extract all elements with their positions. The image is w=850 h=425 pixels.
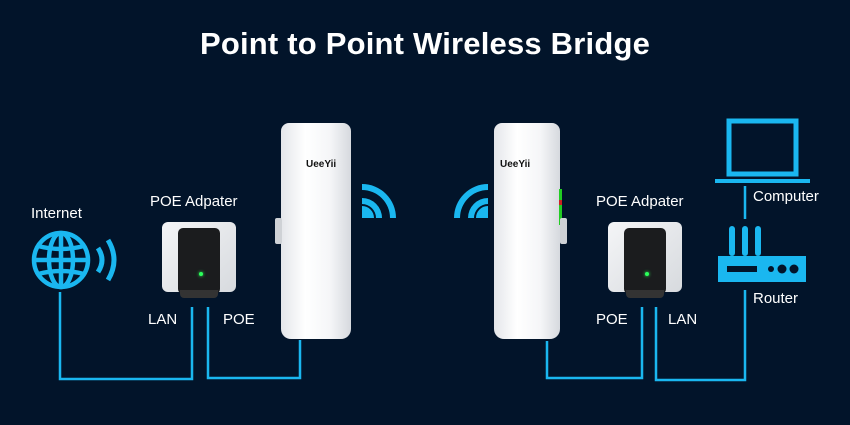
left-poe-adapter-label: POE Adpater <box>150 193 238 210</box>
right-cpe-bracket <box>560 218 567 244</box>
left-lan-label: LAN <box>148 311 178 328</box>
left-poe-adapter <box>160 218 240 300</box>
right-poe-adapter <box>606 218 686 300</box>
page-title: Point to Point Wireless Bridge <box>199 26 651 61</box>
left-cpe-brand: UeeYii <box>306 159 337 170</box>
left-cpe-bracket <box>275 218 282 244</box>
right-cpe-brand: UeeYii <box>500 159 531 170</box>
router-label: Router <box>753 290 799 307</box>
status-leds <box>559 189 562 225</box>
right-poe-adapter-label: POE Adpater <box>596 193 684 210</box>
laptop-icon <box>715 118 810 183</box>
wifi-signal-left-icon <box>454 184 488 218</box>
poe-to-cpe-left-line <box>206 307 302 380</box>
left-poe-label: POE <box>223 311 255 328</box>
internet-to-lan-line <box>58 292 194 381</box>
router-icon <box>718 226 806 282</box>
wifi-signal-right-icon <box>362 184 396 218</box>
right-poe-label: POE <box>596 311 628 328</box>
computer-label: Computer <box>753 188 819 205</box>
right-cpe-device: UeeYii <box>494 123 562 339</box>
right-lan-label: LAN <box>668 311 698 328</box>
lan-to-router-line <box>654 290 747 382</box>
globe-icon <box>31 230 117 290</box>
cpe-right-to-poe-line <box>545 307 644 380</box>
left-cpe-device: UeeYii <box>281 123 351 339</box>
internet-label: Internet <box>31 205 82 222</box>
